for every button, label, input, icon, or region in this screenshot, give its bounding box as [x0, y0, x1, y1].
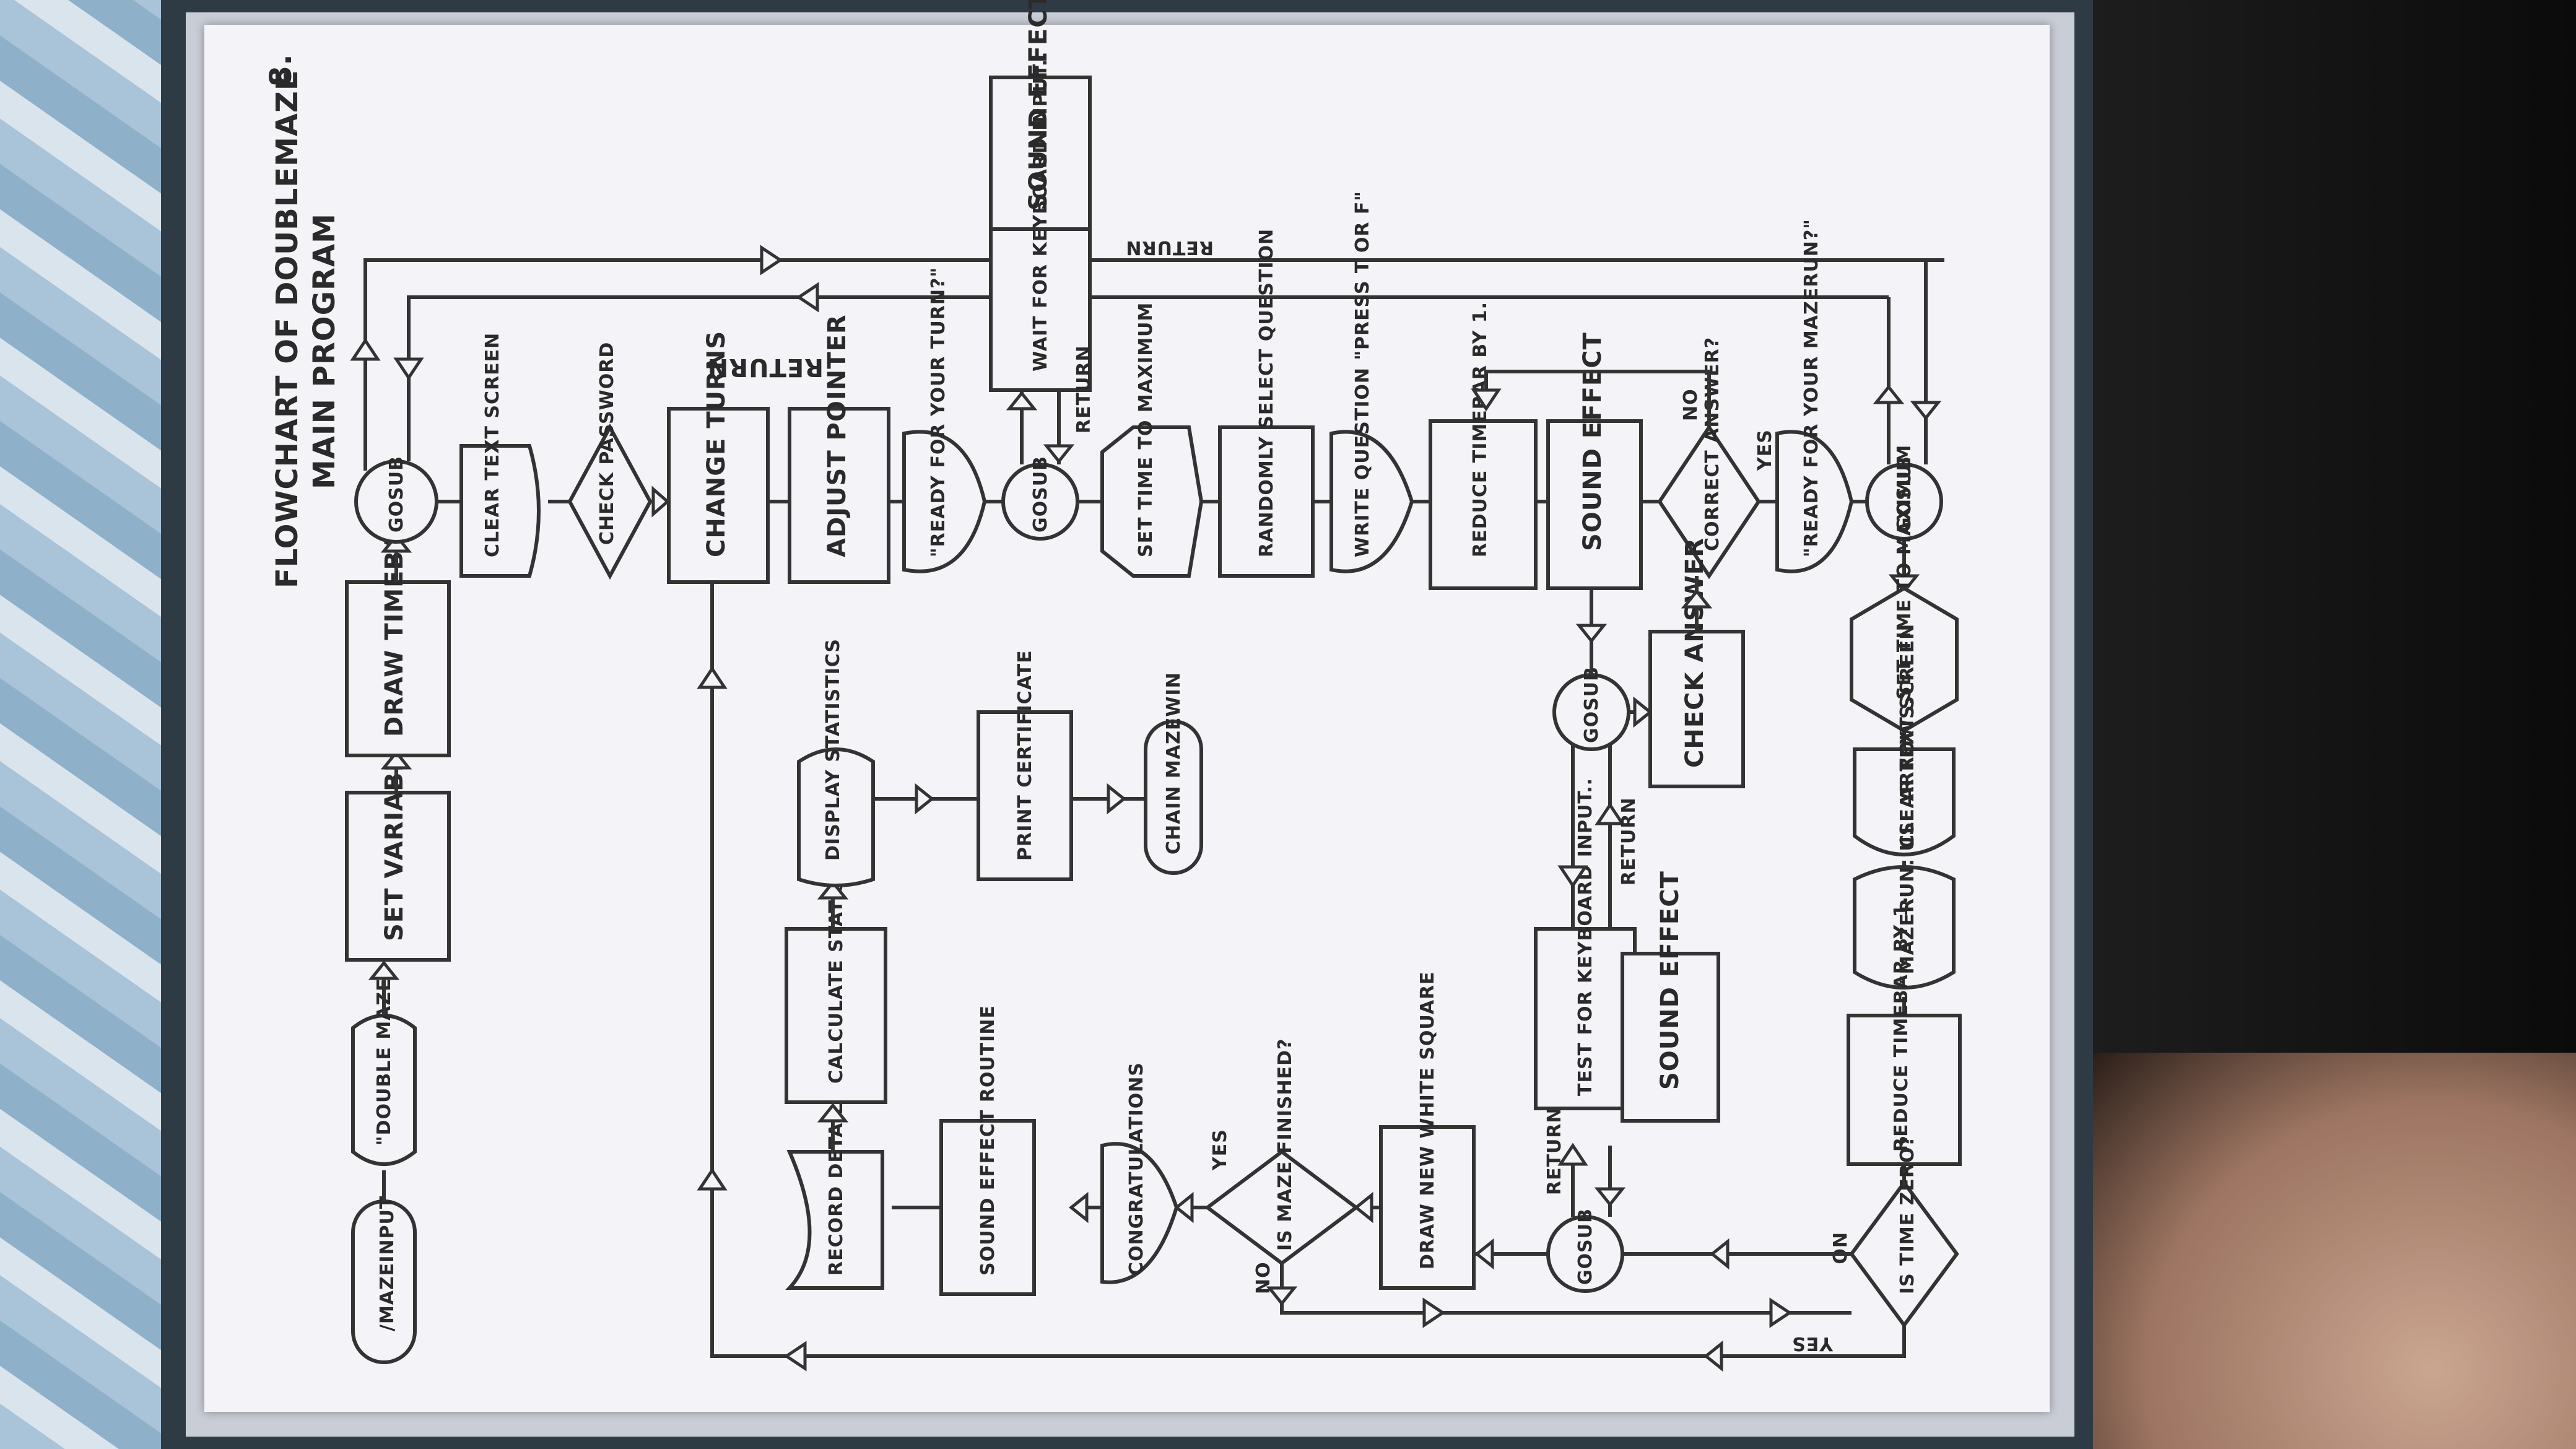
- label-congratulations: CONGRATULATIONS: [1126, 1062, 1147, 1276]
- node-congratulations: [1100, 1142, 1179, 1284]
- node-test-keyboard: [1534, 927, 1637, 1110]
- edge-return-3: RETURN: [1125, 237, 1214, 258]
- edge-return-5: RETURN: [1618, 797, 1640, 886]
- edge-yes-1: YES: [1754, 429, 1776, 471]
- label-is-maze-finished: IS MAZE FINISHED?: [1274, 1038, 1296, 1251]
- label-reduce-timebar-2: REDUCE TIMEBAR BY 1.: [1891, 896, 1912, 1152]
- label-check-password: CHECK PASSWORD: [596, 342, 618, 545]
- label-mazerun-arrows: "MAZERUN. USE ARROWS.": [1897, 687, 1918, 985]
- label-gosub-5: GOSUB: [1581, 666, 1603, 743]
- label-ready-maze: "READY FOR YOUR MAZERUN?": [1801, 219, 1822, 557]
- label-reduce-timebar-1: REDUCE TIMEBAR BY 1.: [1469, 302, 1491, 557]
- label-is-time-zero: IS TIME ZERO?: [1897, 1135, 1918, 1294]
- edge-return-1: RETURN: [707, 353, 824, 381]
- edge-no-1: NO: [1680, 388, 1702, 421]
- label-clear-text-1: CLEAR TEXT SCREEN: [482, 333, 503, 557]
- label-adjust-pointer: ADJUST POINTER: [823, 314, 851, 557]
- label-chain-mazewin: CHAIN MAZEWIN: [1163, 672, 1185, 855]
- node-reduce-timebar-1: [1429, 419, 1538, 590]
- node-change-turns: [667, 407, 770, 584]
- node-write-question: [1329, 430, 1414, 573]
- label-sound-effect-1: SOUND EFFECT: [1024, 0, 1053, 211]
- label-mazeinput: /MAZEINPUT: [376, 1196, 398, 1331]
- node-wait-keyboard: [989, 227, 1092, 392]
- node-sound-effect-2: [1546, 419, 1643, 590]
- label-gosub-2: GOSUB: [1030, 456, 1051, 533]
- edge-return-2: RETURN: [1073, 345, 1095, 433]
- label-randomly-select: RANDOMLY SELECT QUESTION: [1256, 228, 1277, 557]
- node-sound-effect-3: [1621, 952, 1720, 1123]
- node-sound-effect-routine: [939, 1119, 1036, 1296]
- page-title: FLOWCHART OF DOUBLEMAZE: [270, 69, 305, 588]
- node-set-time-max-1: [1100, 425, 1204, 578]
- node-calculate-statistics: [785, 927, 887, 1104]
- label-check-answer: CHECK ANSWER: [1681, 537, 1709, 768]
- label-gosub-1: GOSUB: [386, 456, 407, 533]
- node-mazerun-arrows: [1853, 865, 1956, 990]
- label-ready-turn-1: "READY FOR YOUR TURN?": [928, 267, 949, 557]
- label-sound-effect-2: SOUND EFFECT: [1578, 332, 1607, 551]
- node-chain-mazewin: [1144, 720, 1203, 875]
- label-write-question: WRITE QUESTION "PRESS T OR F": [1352, 191, 1373, 557]
- label-print-certificate: PRINT CERTIFICATE: [1014, 650, 1036, 861]
- node-sound-effect-1: [989, 76, 1092, 231]
- label-test-keyboard: TEST FOR KEYBOARD INPUT..: [1575, 778, 1596, 1096]
- label-gosub-3: GOSUB: [1894, 456, 1915, 533]
- label-wait-keyboard: WAIT FOR KEYBOARD INPUT..: [1030, 51, 1051, 372]
- label-set-time-max-2: SET TIME TO MAXIMUM: [1894, 445, 1915, 700]
- edge-return-4: RETURN: [1544, 1107, 1565, 1195]
- edge-yes-3: YES: [1209, 1129, 1231, 1171]
- node-record-details: [785, 1150, 884, 1290]
- label-sound-effect-3: SOUND EFFECT: [1656, 871, 1684, 1090]
- label-draw-white-square: DRAW NEW WHITE SQUARE: [1417, 971, 1438, 1269]
- edge-yes-2: YES: [1791, 1333, 1834, 1354]
- label-set-time-max-1: SET TIME TO MAXIMUM: [1135, 302, 1157, 557]
- edge-no-2: NO: [1828, 1232, 1850, 1265]
- page-subtitle: MAIN PROGRAM: [307, 213, 342, 489]
- label-clear-text-2: CLEAR TEXT SCREEN: [1897, 624, 1918, 848]
- node-adjust-pointer: [788, 407, 890, 584]
- node-print-certificate: [977, 710, 1073, 881]
- label-display-statistics: DISPLAY STATISTICS: [822, 638, 844, 861]
- label-change-turns: CHANGE TURNS: [702, 331, 731, 557]
- node-set-time-max-2: [1850, 586, 1959, 733]
- node-set-variables: [345, 791, 451, 962]
- node-display-statistics: [797, 747, 875, 887]
- node-check-answer: [1648, 630, 1745, 788]
- node-clear-text-2: [1853, 747, 1956, 856]
- label-sound-effect-routine: SOUND EFFECT ROUTINE: [977, 1005, 999, 1276]
- label-gosub-4: GOSUB: [1575, 1208, 1596, 1285]
- node-reduce-timebar-2: [1847, 1014, 1962, 1166]
- node-draw-white-square: [1379, 1125, 1476, 1290]
- background-hand: [2093, 1053, 2576, 1449]
- node-clear-text-1: [459, 444, 541, 578]
- page-number: 8.: [264, 53, 298, 87]
- node-doublemaze: [351, 1014, 417, 1166]
- node-ready-turn-1: [902, 430, 987, 573]
- node-randomly-select: [1218, 425, 1315, 578]
- node-ready-maze: [1775, 430, 1854, 573]
- label-correct-answer: CORRECT ANSWER?: [1702, 337, 1723, 551]
